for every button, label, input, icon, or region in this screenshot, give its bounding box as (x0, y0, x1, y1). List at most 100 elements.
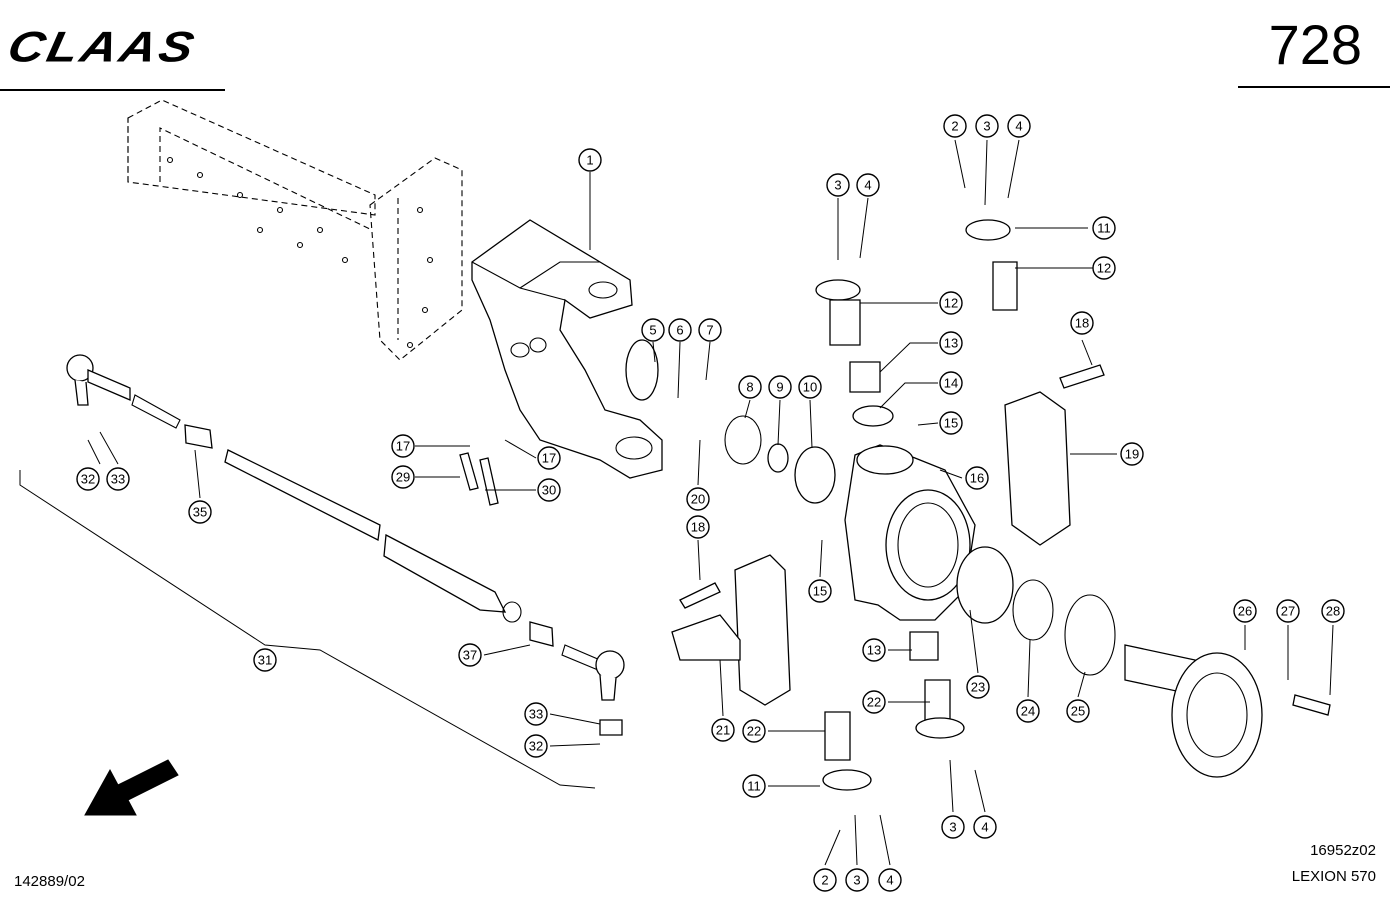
callout-5: 5 (641, 318, 665, 342)
leader-lines (87, 139, 1334, 866)
footer-right: 16952z02 LEXION 570 (1292, 838, 1376, 890)
svg-text:3: 3 (853, 873, 860, 888)
callout-18: 18 (1070, 311, 1094, 335)
callout-11: 11 (742, 774, 766, 798)
svg-text:32: 32 (81, 472, 95, 487)
svg-text:9: 9 (776, 380, 783, 395)
callout-16: 16 (965, 466, 989, 490)
callout-2: 2 (943, 114, 967, 138)
svg-text:22: 22 (747, 724, 761, 739)
svg-text:12: 12 (1097, 261, 1111, 276)
callout-4: 4 (878, 868, 902, 892)
svg-text:3: 3 (983, 119, 990, 134)
callout-27: 27 (1276, 599, 1300, 623)
bolts (459, 364, 1331, 716)
track-rod (224, 449, 522, 623)
svg-text:3: 3 (834, 178, 841, 193)
callout-3: 3 (975, 114, 999, 138)
callout-33: 33 (106, 467, 130, 491)
svg-text:20: 20 (691, 492, 705, 507)
travel-direction-arrow (84, 759, 179, 816)
svg-text:19: 19 (1125, 447, 1139, 462)
svg-text:17: 17 (542, 451, 556, 466)
callout-17: 17 (537, 446, 561, 470)
callout-20: 20 (686, 487, 710, 511)
svg-text:22: 22 (867, 695, 881, 710)
svg-text:7: 7 (706, 323, 713, 338)
callout-32: 32 (524, 734, 548, 758)
callout-35: 35 (188, 500, 212, 524)
callout-4: 4 (1007, 114, 1031, 138)
svg-text:32: 32 (529, 739, 543, 754)
svg-text:10: 10 (803, 380, 817, 395)
callout-21: 21 (711, 718, 735, 742)
callout-22: 22 (742, 719, 766, 743)
callout-12: 12 (939, 291, 963, 315)
svg-text:33: 33 (529, 707, 543, 722)
track-rod-assembly-bracket (19, 470, 596, 789)
mounting-plates (671, 391, 1071, 706)
svg-text:15: 15 (813, 584, 827, 599)
callout-3: 3 (941, 815, 965, 839)
callout-19: 19 (1120, 442, 1144, 466)
callout-28: 28 (1321, 599, 1345, 623)
svg-text:18: 18 (691, 520, 705, 535)
callout-25: 25 (1066, 699, 1090, 723)
callout-3: 3 (845, 868, 869, 892)
bearing-rings (625, 339, 1116, 676)
callout-23: 23 (966, 675, 990, 699)
svg-text:18: 18 (1075, 316, 1089, 331)
svg-text:25: 25 (1071, 704, 1085, 719)
callout-14: 14 (939, 371, 963, 395)
svg-text:26: 26 (1238, 604, 1252, 619)
kingpins (815, 219, 1018, 791)
callout-18: 18 (686, 515, 710, 539)
callout-10: 10 (798, 375, 822, 399)
callout-24: 24 (1016, 699, 1040, 723)
callout-37: 37 (458, 643, 482, 667)
callout-13: 13 (939, 331, 963, 355)
callout-3: 3 (826, 173, 850, 197)
svg-text:13: 13 (944, 336, 958, 351)
svg-text:4: 4 (1015, 119, 1022, 134)
svg-text:35: 35 (193, 505, 207, 520)
svg-text:37: 37 (463, 648, 477, 663)
svg-text:4: 4 (886, 873, 893, 888)
svg-text:2: 2 (821, 873, 828, 888)
svg-text:15: 15 (944, 416, 958, 431)
callout-8: 8 (738, 375, 762, 399)
axle-bracket (471, 219, 663, 479)
callout-22: 22 (862, 690, 886, 714)
svg-text:30: 30 (542, 483, 556, 498)
svg-text:31: 31 (258, 653, 272, 668)
figure-code: 16952z02 (1310, 842, 1376, 859)
svg-text:16: 16 (970, 471, 984, 486)
drawing-id: 142889/02 (14, 873, 85, 890)
callout-13: 13 (862, 638, 886, 662)
svg-text:4: 4 (864, 178, 871, 193)
svg-text:12: 12 (944, 296, 958, 311)
callout-4: 4 (973, 815, 997, 839)
svg-text:4: 4 (981, 820, 988, 835)
callout-9: 9 (768, 375, 792, 399)
steering-knuckle-housing (844, 444, 976, 621)
svg-text:3: 3 (949, 820, 956, 835)
callout-7: 7 (698, 318, 722, 342)
svg-text:13: 13 (867, 643, 881, 658)
callout-30: 30 (537, 478, 561, 502)
callout-32: 32 (76, 467, 100, 491)
svg-text:1: 1 (586, 153, 593, 168)
svg-text:24: 24 (1021, 704, 1035, 719)
svg-text:33: 33 (111, 472, 125, 487)
svg-text:29: 29 (396, 470, 410, 485)
svg-text:11: 11 (1097, 221, 1111, 236)
callout-12: 12 (1092, 256, 1116, 280)
svg-text:21: 21 (716, 723, 730, 738)
svg-text:17: 17 (396, 439, 410, 454)
callout-26: 26 (1233, 599, 1257, 623)
svg-text:23: 23 (971, 680, 985, 695)
callout-29: 29 (391, 465, 415, 489)
callout-15: 15 (939, 411, 963, 435)
